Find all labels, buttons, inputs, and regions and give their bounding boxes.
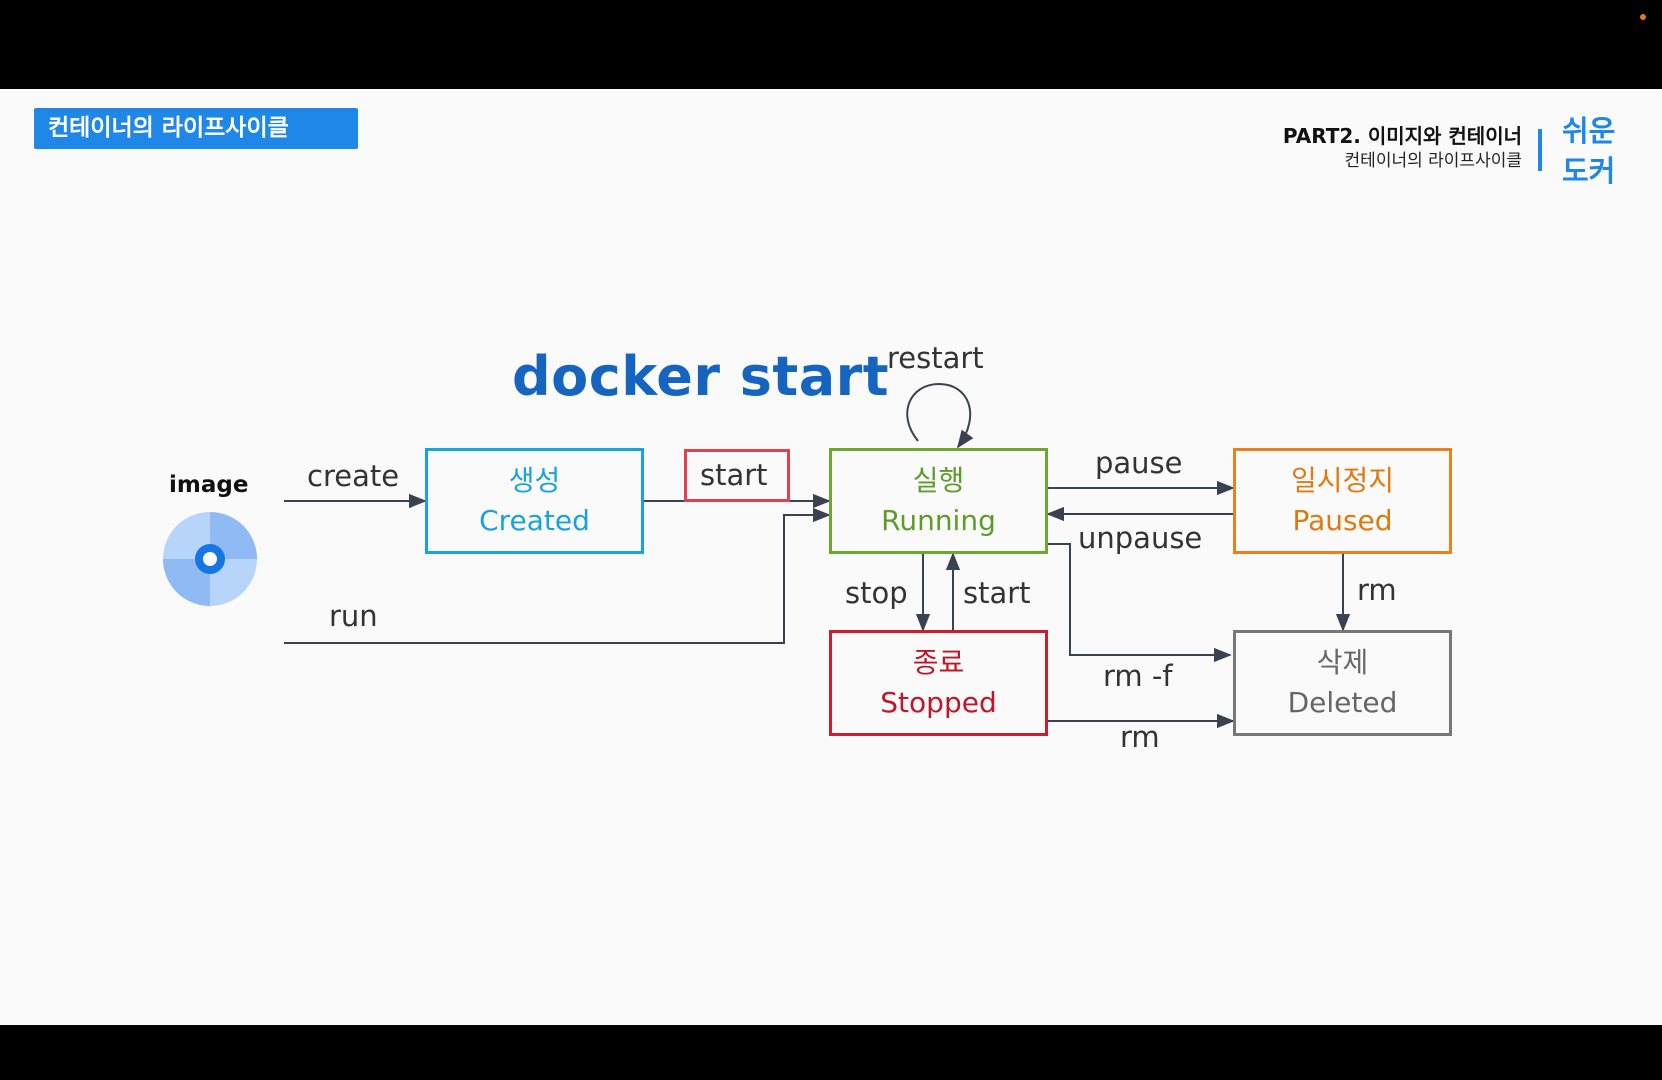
edge-pause-label: pause: [1095, 446, 1183, 480]
state-stopped-en: Stopped: [880, 686, 997, 719]
edge-rm-force-label: rm -f: [1103, 659, 1173, 693]
state-paused-box: 일시정지 Paused: [1233, 448, 1452, 554]
state-running-ko: 실행: [912, 464, 965, 497]
bottom-black-bar: [0, 1025, 1662, 1080]
state-deleted-box: 삭제 Deleted: [1233, 630, 1452, 736]
state-deleted-ko: 삭제: [1316, 646, 1369, 679]
header-divider: [1538, 129, 1542, 171]
edge-rm-force-arrow: [1048, 543, 1232, 663]
state-running-box: 실행 Running: [829, 448, 1048, 554]
edge-restart-label: restart: [887, 341, 984, 375]
brand-logo: 쉬운 도커: [1562, 111, 1615, 191]
state-deleted-en: Deleted: [1287, 686, 1398, 719]
edge-rm-paused-label: rm: [1357, 573, 1397, 607]
state-created-en: Created: [479, 504, 590, 537]
edge-run-label: run: [329, 599, 378, 633]
start-highlight-box: [684, 449, 790, 502]
diagram-arrows: [163, 382, 1351, 729]
section-title-badge: 컨테이너의 라이프사이클: [34, 108, 358, 149]
edge-run-arrow: [284, 507, 831, 644]
state-stopped-ko: 종료: [912, 646, 965, 679]
diagram-title: docker start: [512, 345, 890, 408]
edge-create-label: create: [307, 459, 400, 493]
image-label: image: [169, 472, 249, 498]
disc-icon: [163, 512, 257, 606]
brand-line-2: 도커: [1562, 154, 1616, 188]
edge-unpause-label: unpause: [1078, 521, 1203, 555]
state-running-en: Running: [881, 504, 996, 537]
state-paused-en: Paused: [1292, 504, 1393, 537]
edge-restart-loop: [906, 382, 974, 449]
state-stopped-box: 종료 Stopped: [829, 630, 1048, 736]
part-subtitle: 컨테이너의 라이프사이클: [1344, 151, 1522, 171]
slide: 컨테이너의 라이프사이클 PART2. 이미지와 컨테이너 컨테이너의 라이프사…: [0, 89, 1662, 1025]
state-created-ko: 생성: [508, 464, 561, 497]
brand-line-1: 쉬운: [1562, 114, 1616, 148]
edge-rm-stopped-label: rm: [1120, 720, 1160, 754]
state-paused-ko: 일시정지: [1290, 464, 1395, 497]
top-black-bar: [0, 0, 1662, 89]
edge-stop-label: stop: [845, 576, 908, 610]
part-header: PART2. 이미지와 컨테이너 컨테이너의 라이프사이클: [1283, 123, 1522, 173]
state-created-box: 생성 Created: [425, 448, 644, 554]
part-title: PART2. 이미지와 컨테이너: [1282, 124, 1522, 148]
recording-dot-icon: [1640, 14, 1646, 20]
edge-start-from-stopped-label: start: [963, 576, 1031, 610]
edge-start-label: start: [700, 458, 768, 492]
